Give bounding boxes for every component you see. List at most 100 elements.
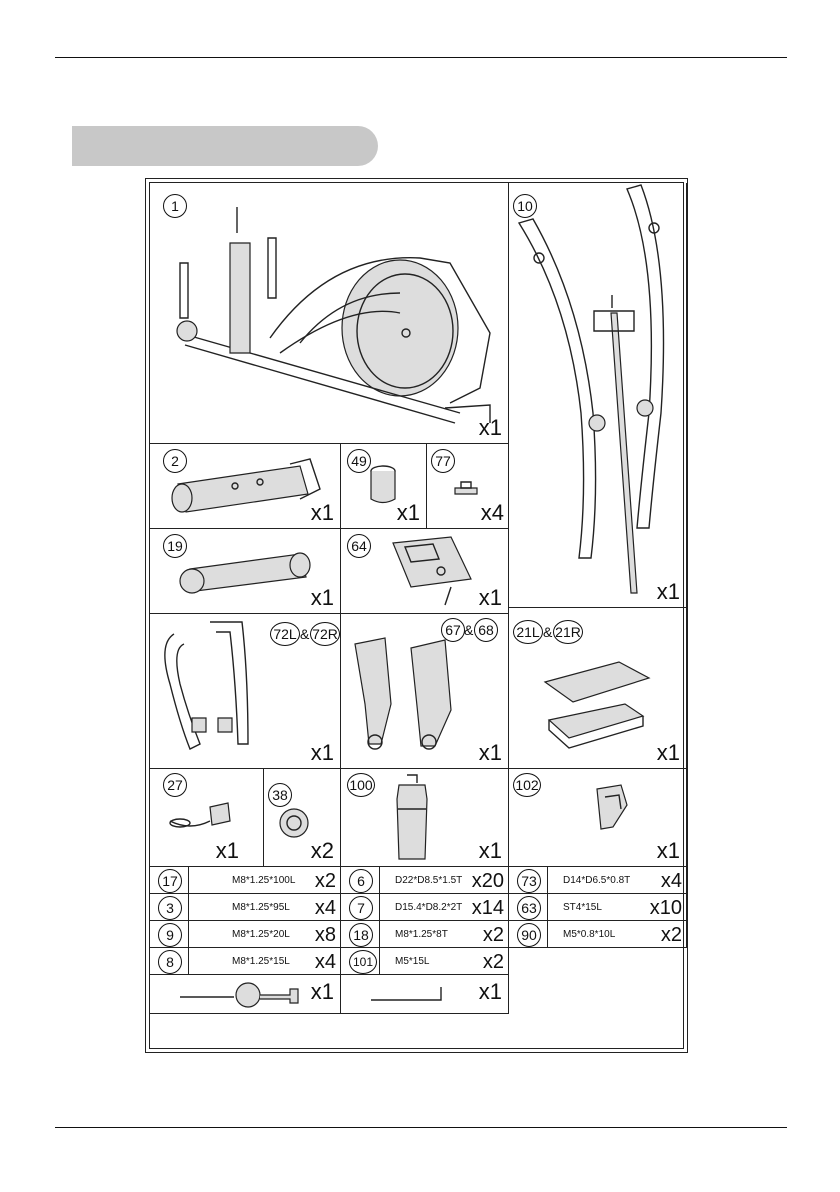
- wheel-drawing: [279, 808, 309, 838]
- part-number: 27: [163, 773, 187, 797]
- quantity-label: x4: [480, 500, 504, 525]
- part-21-cell: 21L & 21R x1: [509, 608, 687, 769]
- console-drawing: [392, 536, 472, 606]
- quantity-label: x4: [314, 897, 336, 919]
- quantity-label: x1: [310, 500, 334, 525]
- hardware-spec: D14*D6.5*0.8T: [563, 875, 631, 886]
- quantity-label: x1: [310, 740, 334, 765]
- adapter-drawing: [169, 802, 231, 828]
- part-number: 10: [513, 194, 537, 218]
- part-number: 6: [349, 869, 373, 893]
- ampersand: &: [543, 624, 553, 640]
- column-divider: [188, 867, 189, 893]
- quantity-label: x1: [310, 585, 334, 610]
- part-number: 1: [163, 194, 187, 218]
- column-divider: [379, 867, 380, 893]
- part-number: 38: [268, 783, 292, 807]
- part-number: 73: [517, 869, 541, 893]
- part-49-cell: 49 x1: [341, 444, 427, 529]
- column-divider: [547, 921, 548, 947]
- part-number: 68: [474, 618, 498, 642]
- part-10-cell: 10 x1: [509, 183, 687, 608]
- part-number: 21R: [553, 620, 583, 644]
- hardware-row: 9 M8*1.25*20L x8: [150, 921, 341, 948]
- quantity-label: x10: [649, 897, 682, 919]
- part-number: 101: [349, 950, 377, 974]
- upright-drawing: [517, 184, 665, 594]
- top-rule: [55, 57, 787, 58]
- part-number: 2: [163, 449, 187, 473]
- handlebar-drawing: [164, 621, 249, 750]
- column-divider: [188, 948, 189, 974]
- part-72-cell: 72L & 72R x1: [150, 614, 341, 769]
- allen-key-icon: [371, 987, 442, 1001]
- quantity-label: x2: [660, 924, 682, 946]
- part-27-cell: 27 x1: [150, 769, 264, 867]
- part-number: 100: [347, 773, 375, 797]
- part-number: 67: [441, 618, 465, 642]
- front-stabilizer-drawing: [171, 458, 321, 513]
- hardware-spec: ST4*15L: [563, 902, 602, 913]
- hardware-spec: M5*15L: [395, 956, 430, 967]
- parts-grid: 1 x1 10: [149, 182, 687, 1049]
- quantity-label: x2: [482, 951, 504, 973]
- section-tab: [72, 126, 378, 166]
- foot-pad-drawing: [454, 481, 478, 495]
- part-number: 64: [347, 534, 371, 558]
- hardware-row: 90 M5*0.8*10L x2: [509, 921, 687, 948]
- quantity-label: x1: [656, 740, 680, 765]
- part-100-cell: 100 x1: [341, 769, 509, 867]
- hardware-spec: M5*0.8*10L: [563, 929, 616, 940]
- hardware-spec: D15.4*D8.2*2T: [395, 902, 463, 913]
- quantity-label: x1: [656, 579, 680, 604]
- part-19-cell: 19 x1: [150, 529, 341, 614]
- parts-sheet: 1 x1 10: [145, 178, 688, 1053]
- part-number: 63: [517, 896, 541, 920]
- hardware-row: 101 M5*15L x2: [341, 948, 509, 975]
- hardware-row: 63 ST4*15L x10: [509, 894, 687, 921]
- part-number: 18: [349, 923, 373, 947]
- quantity-label: x2: [314, 870, 336, 892]
- part-number: 90: [517, 923, 541, 947]
- part-number: 7: [349, 896, 373, 920]
- part-number: 9: [158, 923, 182, 947]
- column-divider: [547, 894, 548, 920]
- part-number: 3: [158, 896, 182, 920]
- bottle-holder-drawing: [596, 784, 628, 830]
- part-2-cell: 2 x1: [150, 444, 341, 529]
- part-number: 17: [158, 869, 182, 893]
- part-77-cell: 77 x4: [427, 444, 509, 529]
- column-divider: [188, 921, 189, 947]
- shroud-drawing: [354, 637, 452, 750]
- quantity-label: x8: [314, 924, 336, 946]
- quantity-label: x2: [310, 838, 334, 863]
- quantity-label: x1: [478, 415, 502, 440]
- allen-key-cell: x1: [341, 975, 509, 1014]
- quantity-label: x4: [314, 951, 336, 973]
- wrench-icon: [180, 982, 299, 1008]
- column-divider: [379, 894, 380, 920]
- quantity-label: x1: [656, 838, 680, 863]
- column-divider: [547, 867, 548, 893]
- part-number: 72L: [270, 622, 300, 646]
- bottom-rule: [55, 1127, 787, 1128]
- quantity-label: x1: [478, 979, 502, 1004]
- main-frame-drawing: [176, 207, 491, 424]
- quantity-label: x1: [396, 500, 420, 525]
- hardware-spec: D22*D8.5*1.5T: [395, 875, 463, 886]
- quantity-label: x1: [310, 979, 334, 1004]
- part-number: 19: [163, 534, 187, 558]
- hardware-spec: M8*1.25*8T: [395, 929, 448, 940]
- column-divider: [188, 894, 189, 920]
- part-number: 77: [431, 449, 455, 473]
- quantity-label: x1: [478, 585, 502, 610]
- hardware-spec: M8*1.25*20L: [232, 929, 290, 940]
